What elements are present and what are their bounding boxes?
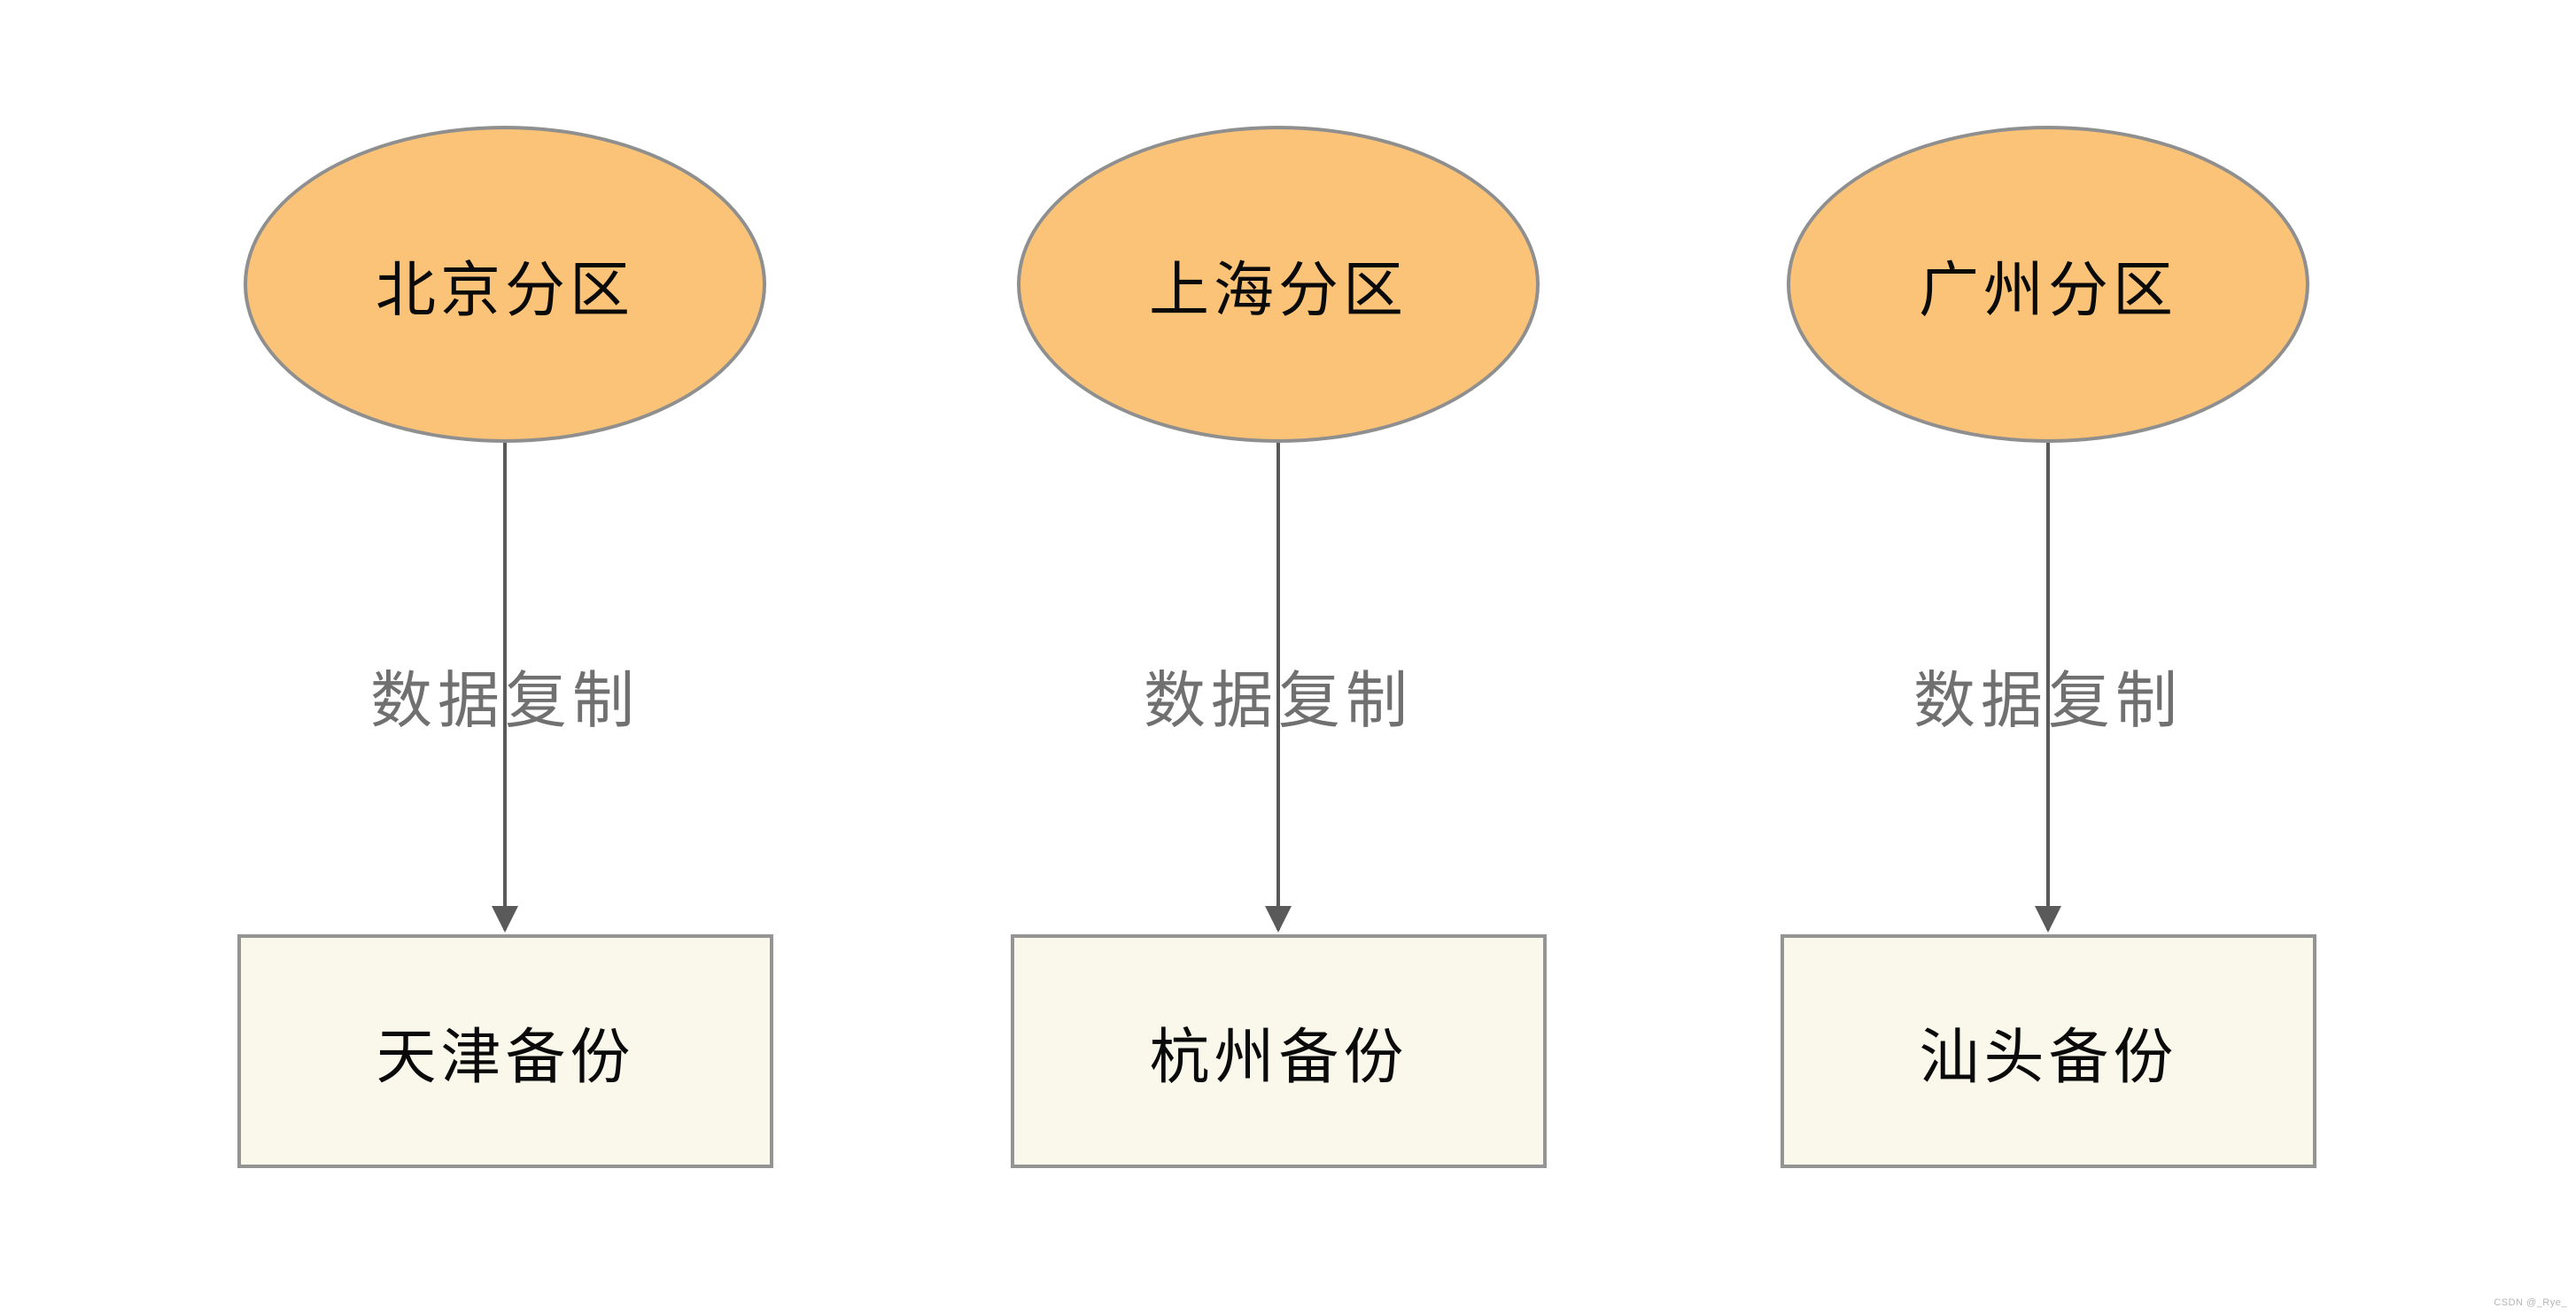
source-node-shanghai: 上海分区 bbox=[1017, 126, 1540, 443]
target-node-hangzhou: 杭州备份 bbox=[1011, 934, 1547, 1168]
target-node-tianjin-label: 天津备份 bbox=[376, 1023, 635, 1091]
source-node-beijing: 北京分区 bbox=[244, 126, 766, 443]
target-node-tianjin: 天津备份 bbox=[237, 934, 773, 1168]
source-node-guangzhou-label: 广州分区 bbox=[1918, 256, 2177, 324]
edge-label-shanghai: 数据复制 bbox=[1144, 666, 1413, 735]
target-node-hangzhou-label: 杭州备份 bbox=[1149, 1023, 1408, 1091]
source-node-beijing-label: 北京分区 bbox=[375, 256, 634, 324]
target-node-shantou-label: 汕头备份 bbox=[1919, 1023, 2178, 1091]
source-node-guangzhou: 广州分区 bbox=[1787, 126, 2309, 443]
edge-label-guangzhou: 数据复制 bbox=[1913, 666, 2183, 735]
target-node-shantou: 汕头备份 bbox=[1781, 934, 2316, 1168]
source-node-shanghai-label: 上海分区 bbox=[1148, 256, 1408, 324]
data-replication-arrow-shanghai bbox=[1265, 443, 1292, 933]
data-replication-arrow-guangzhou bbox=[2035, 443, 2061, 933]
csdn-watermark: CSDN @_Rye_ bbox=[2494, 1297, 2567, 1308]
data-replication-arrow-beijing bbox=[492, 443, 518, 933]
edge-label-beijing: 数据复制 bbox=[370, 666, 640, 735]
